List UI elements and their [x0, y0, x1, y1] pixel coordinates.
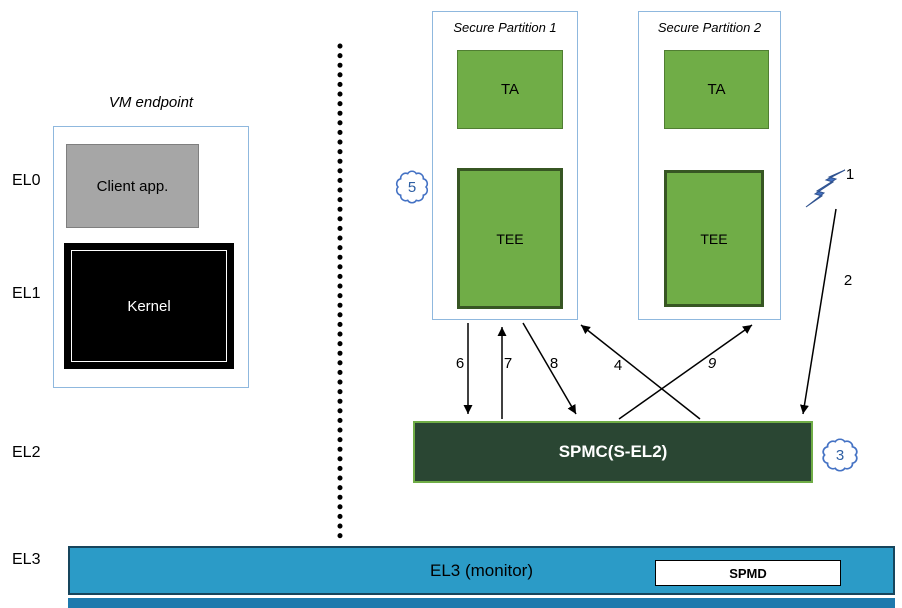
tee-box-2: TEE [664, 170, 764, 307]
flow-number-1: 1 [845, 166, 855, 183]
secure-partition-1-title: Secure Partition 1 [453, 20, 557, 35]
secure-partition-1-box: Secure Partition 1 TA TEE [432, 11, 578, 320]
flow-number-7: 7 [503, 355, 513, 372]
flow-number-3: 3 [835, 446, 845, 464]
tee-label-2: TEE [700, 230, 728, 247]
vm-endpoint-title: VM endpoint [108, 94, 194, 111]
flow-number-4: 4 [613, 357, 623, 374]
flow-number-2: 2 [843, 272, 853, 289]
spmc-bar: SPMC(S-EL2) [413, 421, 813, 483]
arrow-2 [799, 208, 837, 415]
lightning-icon [805, 169, 846, 208]
client-app-label: Client app. [96, 177, 169, 195]
ta-label-2: TA [707, 81, 726, 98]
el2-label: EL2 [12, 444, 41, 461]
ta-box-1: TA [457, 50, 563, 129]
spmd-box: SPMD [655, 560, 841, 586]
ta-label-1: TA [500, 81, 520, 98]
el3-label: EL3 [12, 551, 41, 568]
flow-number-9: 9 [707, 355, 717, 372]
client-app-box: Client app. [66, 144, 199, 228]
kernel-label: Kernel [127, 297, 171, 315]
tee-box-1: TEE [457, 168, 563, 309]
el1-label: EL1 [12, 285, 41, 302]
el3-monitor-bar: EL3 (monitor) SPMD [68, 546, 895, 595]
ta-box-2: TA [664, 50, 769, 129]
arrow-9 [618, 324, 753, 420]
flow-number-5: 5 [407, 178, 417, 196]
kernel-inner-border: Kernel [71, 250, 227, 362]
el3-monitor-label: EL3 (monitor) [430, 560, 533, 580]
el0-label: EL0 [12, 172, 41, 189]
bottom-strip [68, 598, 895, 608]
secure-partition-2-title: Secure Partition 2 [657, 20, 762, 35]
tee-label-1: TEE [496, 230, 524, 247]
spmc-label: SPMC(S-EL2) [558, 442, 668, 461]
spmd-label: SPMD [729, 565, 767, 581]
secure-partition-2-box: Secure Partition 2 TA TEE [638, 11, 781, 320]
kernel-box: Kernel [64, 243, 234, 369]
arrow-4 [580, 324, 701, 420]
flow-number-8: 8 [549, 355, 559, 372]
flow-number-6: 6 [455, 355, 465, 372]
